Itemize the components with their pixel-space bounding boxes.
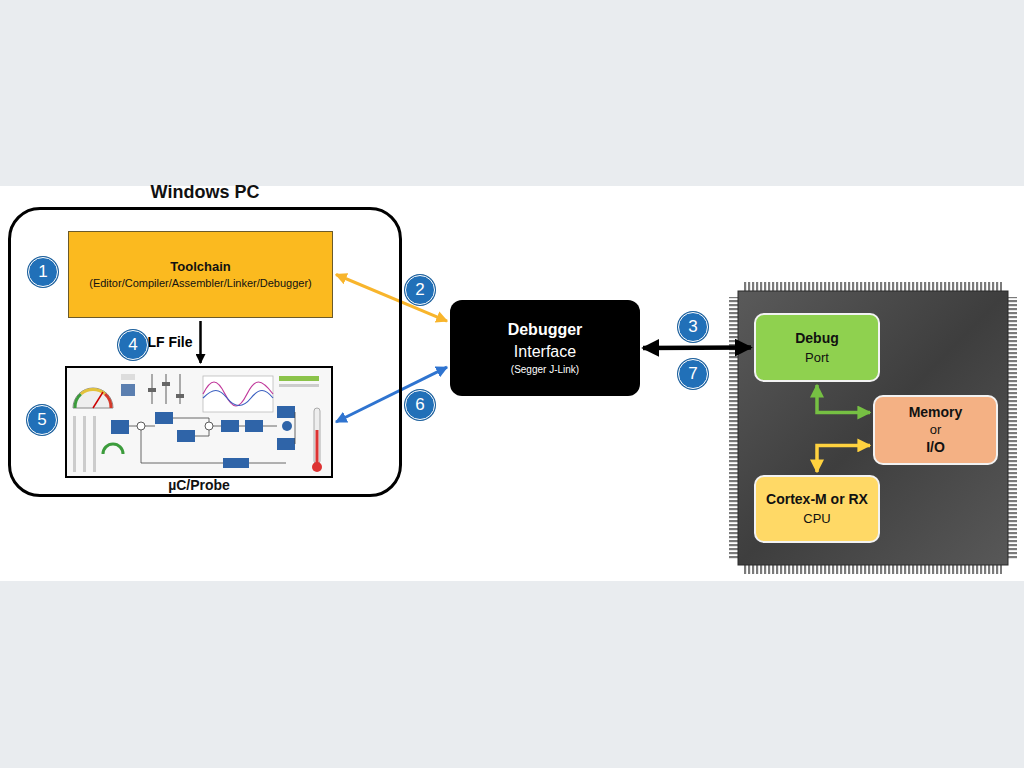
block-diagram-part — [277, 438, 295, 450]
gauge-part — [73, 388, 113, 408]
widgets-part — [121, 384, 135, 396]
block-diagram-part — [155, 412, 173, 424]
callout-number: 4 — [118, 330, 148, 360]
node-text: Windows PC — [11, 182, 399, 204]
pc-frame: Windows PCToolchain(Editor/Compiler/Asse… — [8, 207, 402, 497]
thermometer-part — [314, 408, 320, 464]
node-text: Cortex-M or RX — [766, 491, 868, 508]
node-text: Debugger — [508, 320, 583, 339]
connector — [643, 345, 751, 350]
node-text: Interface — [514, 342, 576, 361]
block-diagram-part — [277, 406, 295, 418]
block-diagram — [111, 406, 295, 468]
node-text: Debug — [795, 330, 839, 347]
connector — [817, 385, 870, 413]
node-text: Toolchain — [170, 259, 230, 275]
toolchain-box: Toolchain (Editor/Compiler/Assembler/Link… — [68, 231, 333, 318]
block-diagram-part — [245, 420, 263, 432]
widgets-part — [83, 416, 86, 472]
block-diagram-part — [137, 422, 145, 430]
block-diagram-part — [205, 422, 213, 430]
chart-part — [279, 376, 319, 381]
block-diagram-part — [282, 421, 292, 431]
callout-number: 6 — [405, 390, 435, 420]
widgets-part — [179, 374, 181, 404]
node-text: µC/Probe — [67, 477, 331, 494]
chip-pins-part — [744, 282, 1002, 291]
chip-pins — [729, 282, 1017, 574]
widgets-part — [93, 416, 96, 472]
callout-number: 7 — [678, 359, 708, 389]
gauge-part — [93, 392, 103, 408]
chip-pins-part — [1008, 297, 1017, 559]
probe-window: µC/Probe — [65, 366, 333, 478]
thermometer-part — [316, 430, 319, 464]
connector — [336, 367, 447, 422]
gauge — [73, 388, 113, 408]
chart-part — [203, 376, 273, 412]
node-text: or — [930, 422, 942, 438]
top-band — [0, 0, 1024, 186]
block-diagram-part — [223, 458, 249, 468]
chart-part — [203, 391, 273, 406]
callout-number: 2 — [405, 275, 435, 305]
callout-number: 1 — [28, 257, 58, 287]
widgets-part — [103, 444, 123, 454]
chart-part — [279, 384, 319, 387]
node-text: CPU — [803, 511, 830, 527]
chart — [203, 376, 319, 412]
connector — [817, 445, 870, 472]
memory-box: MemoryorI/O — [873, 395, 998, 465]
widgets-part — [162, 382, 170, 386]
debug-port-box: DebugPort — [754, 313, 880, 382]
thermometer — [312, 408, 322, 472]
block-diagram-part — [177, 430, 195, 442]
block-diagram-part — [129, 412, 295, 463]
bottom-band — [0, 581, 1024, 768]
block-diagram-part — [221, 420, 239, 432]
block-diagram-part — [111, 420, 129, 434]
widgets — [73, 374, 184, 472]
widgets-part — [176, 394, 184, 398]
node-text: Memory — [909, 404, 963, 421]
gauge-part — [75, 394, 81, 408]
widgets-part — [165, 374, 167, 404]
node-text: (Segger J-Link) — [511, 364, 579, 376]
chip-body — [738, 291, 1008, 565]
chip-pins-part — [729, 297, 738, 559]
callout-number: 5 — [27, 405, 57, 435]
callout-number: 3 — [678, 312, 708, 342]
node-text: I/O — [926, 439, 945, 456]
connector — [199, 321, 202, 363]
widgets-part — [148, 388, 156, 392]
gauge-part — [105, 394, 111, 408]
node-text: Port — [805, 350, 829, 366]
cpu-box: Cortex-M or RX CPU — [754, 475, 880, 543]
widgets-part — [73, 416, 76, 472]
probe-screenshot — [67, 368, 331, 476]
widgets-part — [121, 374, 135, 380]
node-text: (Editor/Compiler/Assembler/Linker/Debugg… — [89, 277, 312, 290]
thermometer-part — [312, 462, 322, 472]
probe-screenshot-part — [67, 368, 331, 476]
connector — [336, 275, 447, 322]
chip-pins-part — [744, 565, 1002, 574]
chart-part — [203, 382, 273, 406]
debugger-box: DebuggerInterface (Segger J-Link) — [450, 300, 640, 396]
